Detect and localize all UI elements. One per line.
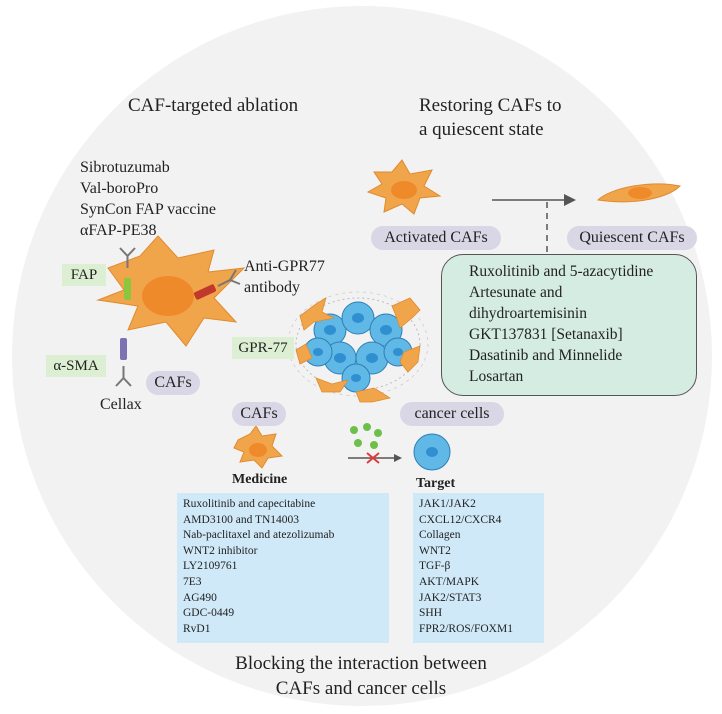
ablation-drug: SynCon FAP vaccine (80, 201, 216, 218)
activated-cafs-badge: Activated CAFs (371, 226, 501, 250)
anti-gpr77-antibody-icon (217, 269, 241, 287)
medicine-item: GDC-0449 (183, 607, 235, 620)
medicine-title: Medicine (232, 472, 288, 487)
target-item: SHH (419, 607, 443, 620)
restoring-drug: Artesunate and (469, 284, 563, 301)
fap-receptor (124, 278, 131, 300)
restoring-heading-line1: Restoring CAFs to (419, 95, 562, 116)
target-title: Target (416, 476, 456, 491)
cellax-icon (115, 366, 132, 387)
target-item: FPR2/ROS/FOXM1 (419, 622, 513, 635)
ablation-drug-list: Sibrotuzumab Val-boroPro SynCon FAP vacc… (80, 157, 216, 241)
blocking-cafs-badge: CAFs (232, 402, 286, 426)
target-item: WNT2 (419, 544, 451, 557)
restoring-drug: Dasatinib and Minnelide (469, 347, 623, 364)
medicine-item: RvD1 (183, 622, 211, 635)
blocking-heading-line2: CAFs and cancer cells (275, 678, 447, 699)
target-item: Collagen (419, 529, 461, 542)
cancer-cells-badge: cancer cells (400, 402, 504, 426)
signal-dots (350, 423, 382, 449)
large-caf-cell (96, 235, 246, 347)
gpr77-receptor (193, 284, 217, 300)
anti-gpr77-label-line2: antibody (244, 279, 300, 296)
tumor-cluster (287, 291, 429, 403)
ablation-drug: αFAP-PE38 (80, 222, 157, 239)
gpr77-label: GPR-77 (232, 337, 294, 359)
small-cancer-cell (413, 433, 451, 471)
quiescent-cafs-badge: Quiescent CAFs (567, 226, 697, 250)
medicine-item: 7E3 (183, 575, 202, 588)
cellax-label: Cellax (100, 396, 142, 413)
activated-caf-cell (366, 159, 442, 215)
medicine-item: WNT2 inhibitor (183, 544, 258, 557)
medicine-item: AG490 (183, 591, 217, 604)
restoring-drug: GKT137831 [Setanaxib] (469, 326, 623, 343)
medicine-item: Ruxolitinib and capecitabine (183, 498, 316, 510)
alpha-sma-label: α-SMA (46, 355, 106, 377)
caf-nucleus (142, 276, 194, 316)
target-item: AKT/MAPK (419, 575, 480, 588)
medicine-item: LY2109761 (183, 560, 238, 573)
restoring-drug: Losartan (469, 368, 524, 385)
restoring-heading-line2: a quiescent state (419, 119, 544, 140)
target-item: JAK1/JAK2 (419, 498, 476, 510)
fap-antibody-icon (119, 247, 136, 268)
target-item: TGF-β (419, 560, 451, 573)
target-item: JAK2/STAT3 (419, 591, 482, 604)
medicine-table: Ruxolitinib and capecitabine AMD3100 and… (177, 493, 389, 643)
restoring-drug: Ruxolitinib and 5-azacytidine (469, 263, 654, 280)
restoring-drug: dihydroartemisinin (469, 305, 587, 322)
quiescent-caf-cell (596, 183, 682, 203)
medicine-item: AMD3100 and TN14003 (183, 513, 300, 526)
ablation-drug: Sibrotuzumab (80, 159, 170, 176)
ablation-drug: Val-boroPro (80, 180, 159, 197)
fap-label: FAP (62, 264, 106, 286)
anti-gpr77-label-line1: Anti-GPR77 (244, 258, 325, 275)
small-caf-cell (233, 425, 284, 469)
ablation-heading: CAF-targeted ablation (128, 95, 299, 116)
blocking-heading-line1: Blocking the interaction between (235, 653, 487, 674)
restoring-drug-box: Ruxolitinib and 5-azacytidine Artesunate… (441, 254, 697, 396)
target-table: JAK1/JAK2 CXCL12/CXCR4 Collagen WNT2 TGF… (413, 493, 544, 643)
inhibit-x-icon (366, 452, 380, 464)
medicine-item: Nab-paclitaxel and atezolizumab (183, 529, 335, 542)
sma-receptor (120, 338, 127, 360)
target-item: CXCL12/CXCR4 (419, 513, 502, 526)
cafs-badge: CAFs (146, 371, 200, 395)
